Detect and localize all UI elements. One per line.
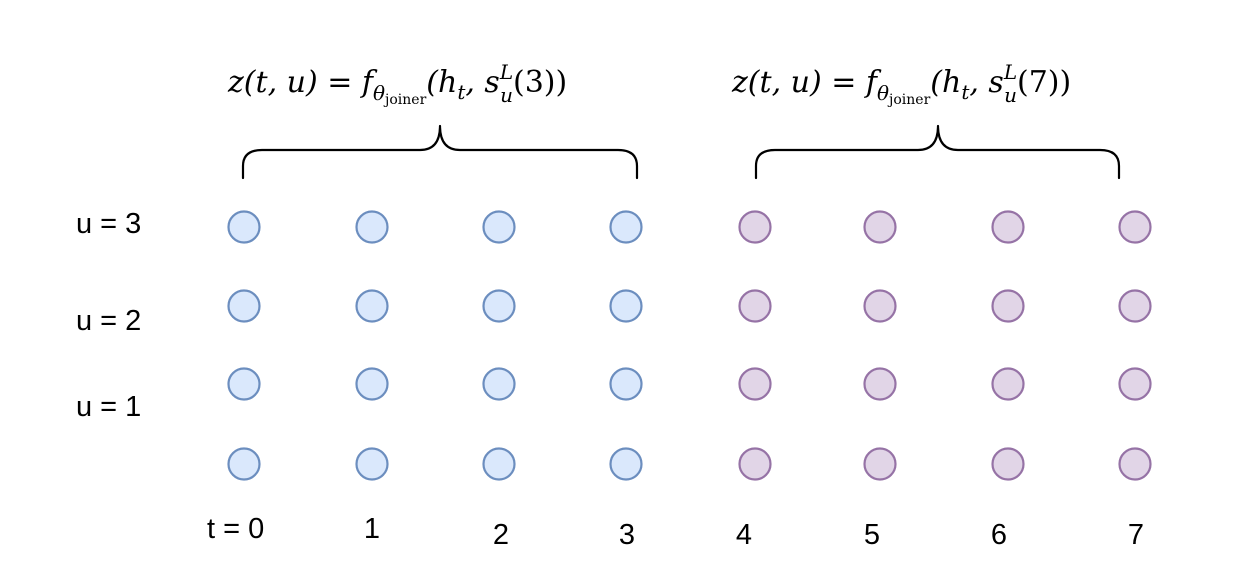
node-t5-u2 <box>863 289 897 323</box>
node-t3-u3 <box>609 210 643 244</box>
formula-1-sub-u: u <box>500 83 513 107</box>
formula-1-sub-t: t <box>457 80 466 104</box>
formula-1-comma: , s <box>465 65 499 100</box>
formula-1-sub-joiner: joiner <box>383 92 427 108</box>
brace-group-1 <box>241 124 639 180</box>
node-t6-u1 <box>991 367 1025 401</box>
col-label-t5: 5 <box>864 519 880 551</box>
node-t0-u0 <box>227 447 261 481</box>
col-label-t0: t = 0 <box>207 513 264 545</box>
formula-1-rhs: (3)) <box>513 65 567 100</box>
node-t7-u1 <box>1118 367 1152 401</box>
formula-2-sub-joiner: joiner <box>887 92 931 108</box>
row-label-u3: u = 3 <box>76 208 141 240</box>
formula-2-rhs: (7)) <box>1017 65 1071 100</box>
formula-2-mid: (h <box>930 65 961 100</box>
node-t6-u2 <box>991 289 1025 323</box>
node-t7-u0 <box>1118 447 1152 481</box>
formula-2-comma: , s <box>969 65 1003 100</box>
node-t2-u3 <box>482 210 516 244</box>
formula-1-mid: (h <box>426 65 457 100</box>
node-t4-u1 <box>738 367 772 401</box>
node-t1-u1 <box>355 367 389 401</box>
node-t5-u0 <box>863 447 897 481</box>
node-t4-u3 <box>738 210 772 244</box>
col-label-t7: 7 <box>1128 519 1144 551</box>
node-t3-u0 <box>609 447 643 481</box>
node-t6-u3 <box>991 210 1025 244</box>
node-t2-u1 <box>482 367 516 401</box>
node-t5-u1 <box>863 367 897 401</box>
node-t2-u2 <box>482 289 516 323</box>
row-label-u1: u = 1 <box>76 391 141 423</box>
col-label-t4: 4 <box>736 519 752 551</box>
node-t5-u3 <box>863 210 897 244</box>
node-t7-u2 <box>1118 289 1152 323</box>
formula-2-sub-u: u <box>1004 83 1017 107</box>
node-t6-u0 <box>991 447 1025 481</box>
formula-2-sub-t: t <box>961 80 970 104</box>
formula-1-sub-theta: θ <box>373 81 385 105</box>
node-t0-u3 <box>227 210 261 244</box>
col-label-t2: 2 <box>493 519 509 551</box>
node-t0-u2 <box>227 289 261 323</box>
node-t7-u3 <box>1118 210 1152 244</box>
node-t1-u3 <box>355 210 389 244</box>
node-grid <box>227 210 1152 481</box>
node-t1-u0 <box>355 447 389 481</box>
col-label-t3: 3 <box>619 519 635 551</box>
formula-2-sub-theta: θ <box>877 81 889 105</box>
formula-1-sup-l: L <box>499 60 513 84</box>
formula-2-sup-l: L <box>1003 60 1017 84</box>
node-t3-u2 <box>609 289 643 323</box>
formula-1-lhs: z(t, u) = f <box>227 65 378 100</box>
node-t4-u0 <box>738 447 772 481</box>
node-t2-u0 <box>482 447 516 481</box>
node-t3-u1 <box>609 367 643 401</box>
row-label-u2: u = 2 <box>76 305 141 337</box>
col-label-t1: 1 <box>364 513 380 545</box>
brace-group-2 <box>754 124 1121 180</box>
node-t1-u2 <box>355 289 389 323</box>
node-t4-u2 <box>738 289 772 323</box>
col-label-t6: 6 <box>991 519 1007 551</box>
formula-2-lhs: z(t, u) = f <box>731 65 882 100</box>
node-t0-u1 <box>227 367 261 401</box>
